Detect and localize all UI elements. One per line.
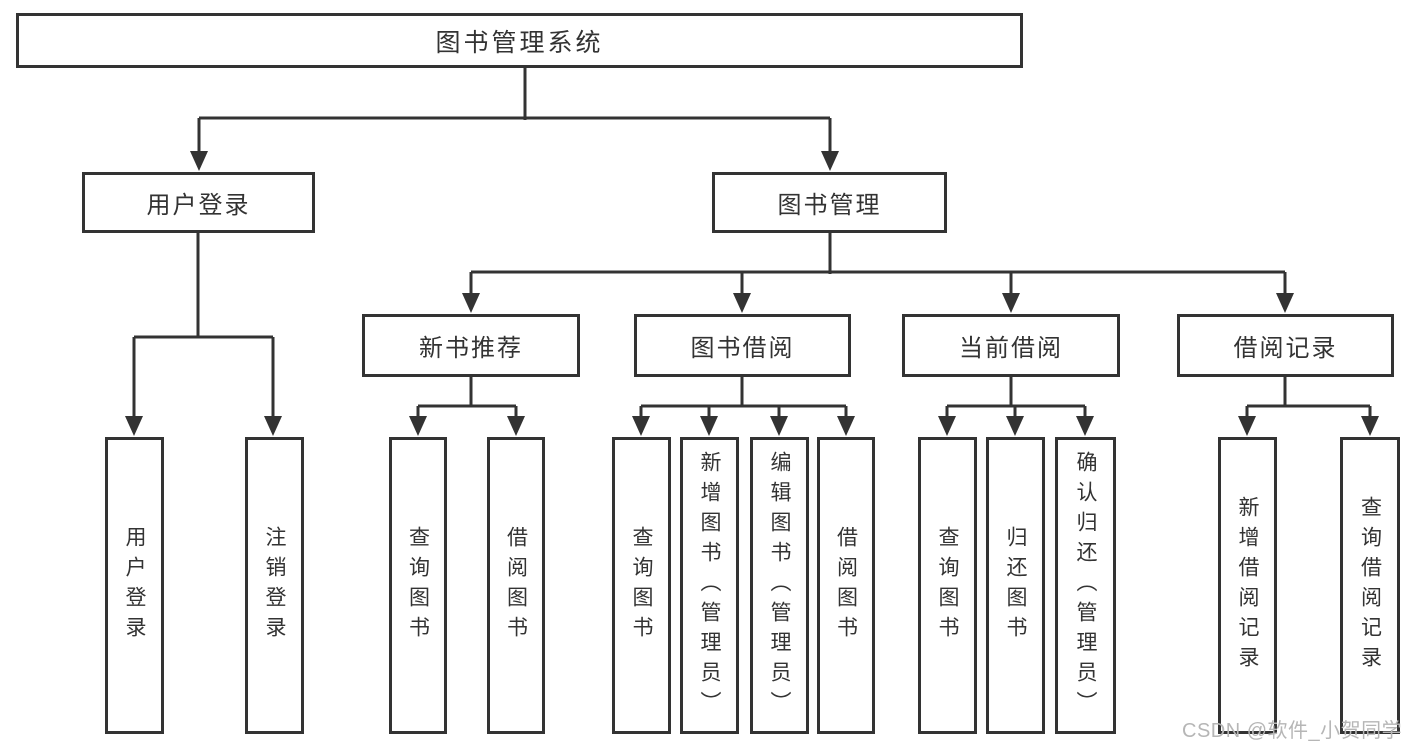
node-label: 查询图书 bbox=[630, 525, 653, 646]
node-query-book: 查询图书 bbox=[918, 437, 977, 734]
node-label: 编辑图书（管理员） bbox=[768, 450, 791, 721]
arrowhead-icon bbox=[125, 416, 143, 436]
arrowhead-icon bbox=[507, 416, 525, 436]
node-label: 注销登录 bbox=[263, 525, 286, 646]
node-query-book: 查询图书 bbox=[612, 437, 671, 734]
arrowhead-icon bbox=[1006, 416, 1024, 436]
node-label: 查询图书 bbox=[936, 525, 959, 646]
node-user-login-leaf: 用户登录 bbox=[105, 437, 164, 734]
node-query-book: 查询图书 bbox=[389, 437, 447, 734]
arrowhead-icon bbox=[938, 416, 956, 436]
arrowhead-icon bbox=[190, 151, 208, 171]
arrowhead-icon bbox=[1238, 416, 1256, 436]
node-book-borrowing: 图书借阅 bbox=[634, 314, 851, 377]
node-label: 新增借阅记录 bbox=[1236, 495, 1259, 676]
watermark-text: CSDN @软件_小贺同学 bbox=[1182, 720, 1403, 742]
node-label: 借阅图书 bbox=[504, 525, 528, 646]
arrowhead-icon bbox=[1276, 293, 1294, 313]
node-label: 查询图书 bbox=[406, 525, 430, 646]
node-add-borrow-record: 新增借阅记录 bbox=[1218, 437, 1277, 734]
arrowhead-icon bbox=[1076, 416, 1094, 436]
arrowhead-icon bbox=[770, 416, 788, 436]
node-book-management: 图书管理 bbox=[712, 172, 947, 233]
node-user-login: 用户登录 bbox=[82, 172, 315, 233]
arrowhead-icon bbox=[837, 416, 855, 436]
node-borrow-book: 借阅图书 bbox=[817, 437, 875, 734]
node-label: 查询借阅记录 bbox=[1358, 495, 1382, 676]
node-query-borrow-record: 查询借阅记录 bbox=[1340, 437, 1400, 734]
node-new-book-recommendation: 新书推荐 bbox=[362, 314, 580, 377]
arrowhead-icon bbox=[264, 416, 282, 436]
node-label: 借阅图书 bbox=[834, 525, 858, 646]
node-library-management-system: 图书管理系统 bbox=[16, 13, 1023, 68]
node-label: 确认归还（管理员） bbox=[1074, 450, 1097, 721]
node-label: 归还图书 bbox=[1004, 525, 1027, 646]
node-logout: 注销登录 bbox=[245, 437, 304, 734]
arrowhead-icon bbox=[462, 293, 480, 313]
arrowhead-icon bbox=[821, 151, 839, 171]
node-current-borrowing: 当前借阅 bbox=[902, 314, 1120, 377]
node-label: 新增图书（管理员） bbox=[698, 450, 721, 721]
arrowhead-icon bbox=[700, 416, 718, 436]
node-confirm-return-admin: 确认归还（管理员） bbox=[1055, 437, 1116, 734]
connector-path bbox=[132, 68, 1372, 419]
node-borrow-book: 借阅图书 bbox=[487, 437, 545, 734]
arrowhead-icon bbox=[733, 293, 751, 313]
node-add-book-admin: 新增图书（管理员） bbox=[680, 437, 739, 734]
arrowhead-icon bbox=[409, 416, 427, 436]
node-label: 用户登录 bbox=[123, 525, 146, 646]
node-return-book: 归还图书 bbox=[986, 437, 1045, 734]
arrowhead-icon bbox=[1361, 416, 1379, 436]
node-borrowing-records: 借阅记录 bbox=[1177, 314, 1394, 377]
node-edit-book-admin: 编辑图书（管理员） bbox=[750, 437, 809, 734]
arrowhead-icon bbox=[632, 416, 650, 436]
arrowhead-icon bbox=[1002, 293, 1020, 313]
